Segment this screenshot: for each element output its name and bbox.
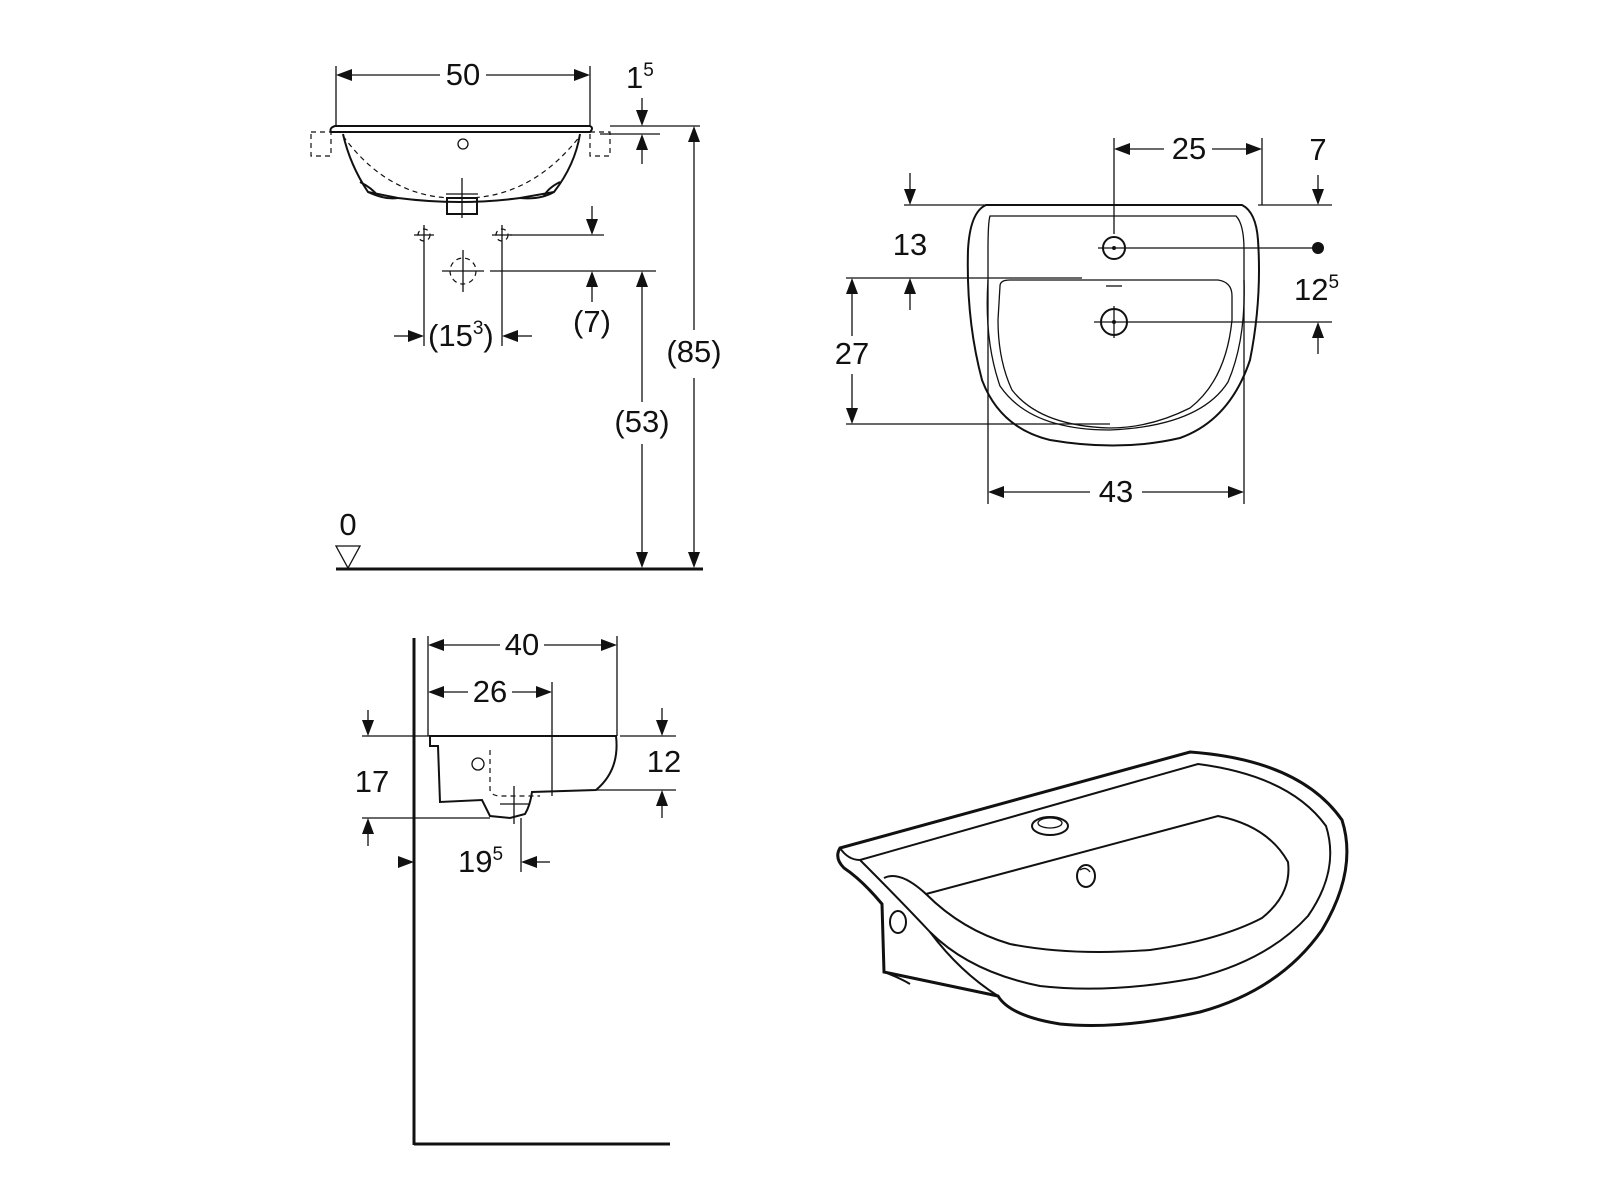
dim-drain-offset: (7) [573,304,611,339]
dim-bowl-depth: 27 [835,336,869,371]
dim-overflow-depth: 125 [1294,272,1339,307]
dim-tap-offset: 25 [1172,131,1206,166]
isometric-view [836,750,1349,1027]
dim-supply-height: (53) [614,404,669,439]
dim-total-height: (85) [666,334,721,369]
dim-tap-depth: 13 [893,227,927,262]
top-view: 25 7 125 13 27 [835,131,1339,509]
tap-hole-front [457,138,469,150]
dim-width-50: 50 [446,57,480,92]
dim-projection: 40 [505,627,539,662]
dim-rim-height: 12 [647,744,681,779]
tap-hole-iso [1031,816,1069,836]
dim-rear-offset: 7 [1309,132,1326,167]
dim-drain-projection: 195 [458,844,503,879]
basin-front-bowl [342,133,581,203]
dim-tap-spacing: (153) [428,318,494,353]
dim-side-height: 17 [355,764,389,799]
floor-level-marker [334,545,362,570]
basin-top-outline [966,204,1260,447]
front-view: 50 15 (85) (53) (7) [310,57,722,571]
drain-iso [1076,864,1096,888]
basin-side-profile [429,735,618,820]
overflow-iso [889,910,907,934]
basin-iso-body [836,750,1349,1027]
dim-rim-thickness: 15 [626,60,654,95]
dim-bowl-width: 43 [1099,474,1133,509]
dim-tap-projection: 26 [473,674,507,709]
basin-front-outline [329,125,593,133]
side-view: 40 26 17 12 195 [355,627,681,1146]
floor-level-label: 0 [339,507,356,542]
basin-iso-bowl [924,814,1290,953]
